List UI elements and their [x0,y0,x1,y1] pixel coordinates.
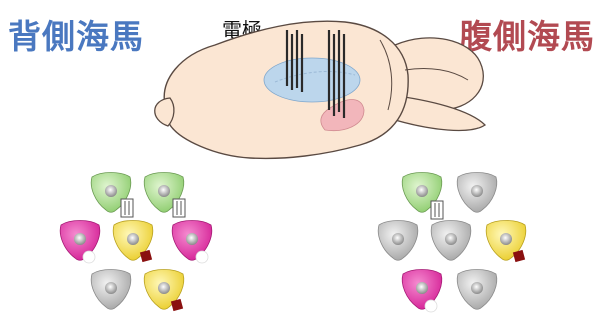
cell-gray [431,221,471,261]
dorsal-cell-group [60,173,212,312]
cell-magenta [402,270,442,313]
electrode-marker [173,199,185,217]
cell-gray [457,173,497,213]
cell-yellow [486,221,526,263]
electrode-marker [121,199,133,217]
white-marker [425,300,437,312]
cell-gray [91,270,131,310]
cell-gray [457,270,497,310]
cell-yellow [113,221,153,263]
cell-yellow [144,270,184,312]
brain-illustration [155,21,485,158]
dorsal-hippocampus-region [264,58,360,102]
white-marker [83,251,95,263]
cell-gray [378,221,418,261]
ventral-cell-group [378,173,526,313]
white-marker [196,251,208,263]
cell-magenta [172,221,212,264]
electrode-marker [431,201,443,219]
cell-magenta [60,221,100,264]
brain-olfactory [155,98,174,126]
